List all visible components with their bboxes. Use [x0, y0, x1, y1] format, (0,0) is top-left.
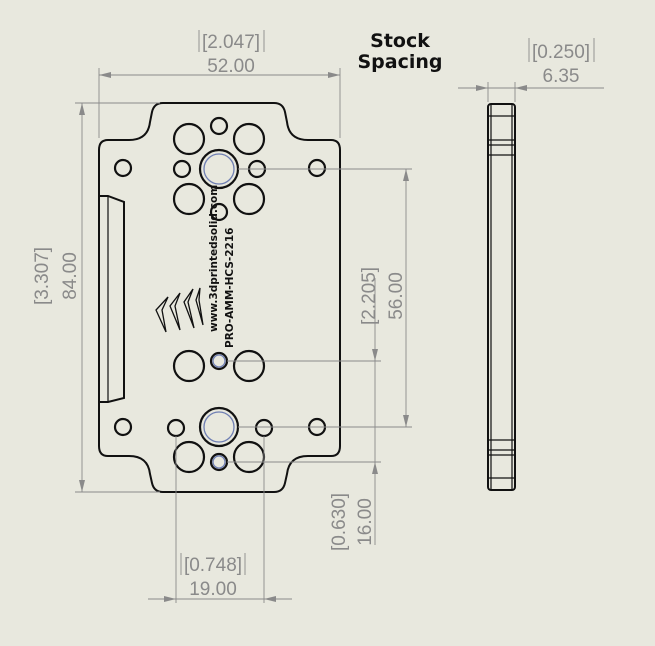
- lower-center-hole: [198, 406, 240, 448]
- upper-hole-large: [172, 122, 206, 156]
- engraving-part-number: PRO-AMM-HCS-2216: [224, 228, 236, 348]
- side-view: [487, 103, 516, 491]
- upper-hole-large: [172, 182, 206, 216]
- lower-hole-small: [254, 418, 274, 438]
- height-mm: 84.00: [60, 252, 81, 300]
- lower-hole-pattern: [113, 349, 327, 474]
- mount-hole: [113, 158, 133, 178]
- side-rail: [99, 195, 125, 403]
- width-inch: [2.047]: [202, 32, 260, 53]
- heading-line1: Stock: [370, 30, 430, 52]
- dimension-thickness: [0.250] 6.35: [458, 38, 604, 102]
- lower-offset-mm: 16.00: [355, 498, 376, 546]
- upper-hole-small: [209, 202, 229, 222]
- lower-offset-inch: [0.630]: [329, 493, 350, 551]
- brand-logo: [155, 287, 204, 333]
- dimension-width: [2.047] 52.00: [98, 30, 341, 138]
- thickness-inch: [0.250]: [532, 42, 590, 63]
- upper-center-hole: [198, 148, 240, 190]
- dimension-bottom-width: [0.748] 19.00: [148, 436, 292, 603]
- upper-center-hole-highlight: [203, 153, 235, 185]
- side-view-outline: [487, 103, 516, 491]
- upper-hole-small: [209, 116, 229, 136]
- lower-hole-large: [172, 440, 206, 474]
- upper-hole-large: [232, 182, 266, 216]
- upper-hole-small: [172, 159, 192, 179]
- lower-hole-large: [232, 349, 266, 383]
- hole-spacing-inch: [2.205]: [359, 267, 380, 325]
- width-mm: 52.00: [207, 56, 255, 77]
- dimension-hole-spacing: [2.205] 56.00: [238, 168, 412, 428]
- plate-outline: [98, 102, 341, 493]
- lower-hole-small: [166, 418, 186, 438]
- heading-line2: Spacing: [357, 51, 442, 73]
- upper-hole-pattern: [113, 116, 327, 222]
- lower-hole-large: [172, 349, 206, 383]
- bottom-width-mm: 19.00: [189, 579, 237, 600]
- height-inch: [3.307]: [32, 247, 53, 305]
- hole-spacing-mm: 56.00: [386, 272, 407, 320]
- mount-hole: [113, 417, 133, 437]
- thickness-mm: 6.35: [543, 66, 580, 87]
- upper-hole-large: [232, 122, 266, 156]
- dimension-lower-offset: [0.630] 16.00: [227, 278, 381, 551]
- lower-hole-large: [232, 440, 266, 474]
- bottom-width-inch: [0.748]: [184, 555, 242, 576]
- dimension-height: [3.307] 84.00: [32, 102, 160, 493]
- engraving-url: www.3dprintedsolid.com: [208, 185, 220, 332]
- mount-hole: [307, 158, 327, 178]
